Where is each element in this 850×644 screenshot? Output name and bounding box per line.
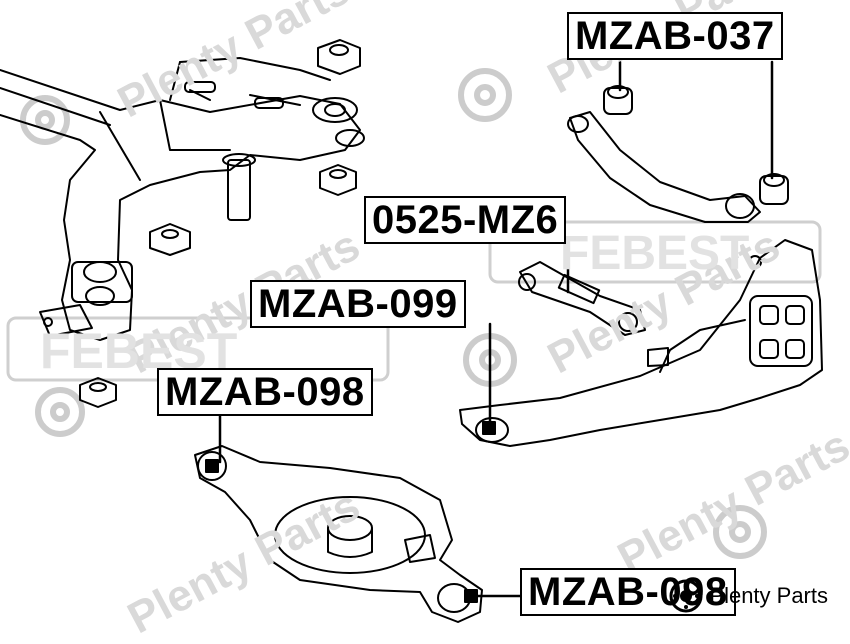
lower-control-arm [194,445,483,623]
subframe-bushing-nuts [79,39,361,408]
leader-lines [218,60,774,598]
part-label-mzab-098-top: MZAB-098 [157,368,373,416]
part-label-mzab-099: MZAB-099 [250,280,466,328]
part-label-0525-mz6: 0525-MZ6 [364,196,567,244]
brand-name: Plenty Parts [709,583,828,608]
rear-knuckle-arm [459,239,823,447]
rear-subframe [0,57,365,341]
adjustable-toe-link [518,261,646,336]
febest-watermark-right [488,220,822,284]
plenty-parts-brand: Plenty Parts [669,579,828,613]
part-label-mzab-037: MZAB-037 [567,12,783,60]
upper-control-arm [567,85,789,223]
plenty-parts-logo-icon [669,579,703,613]
